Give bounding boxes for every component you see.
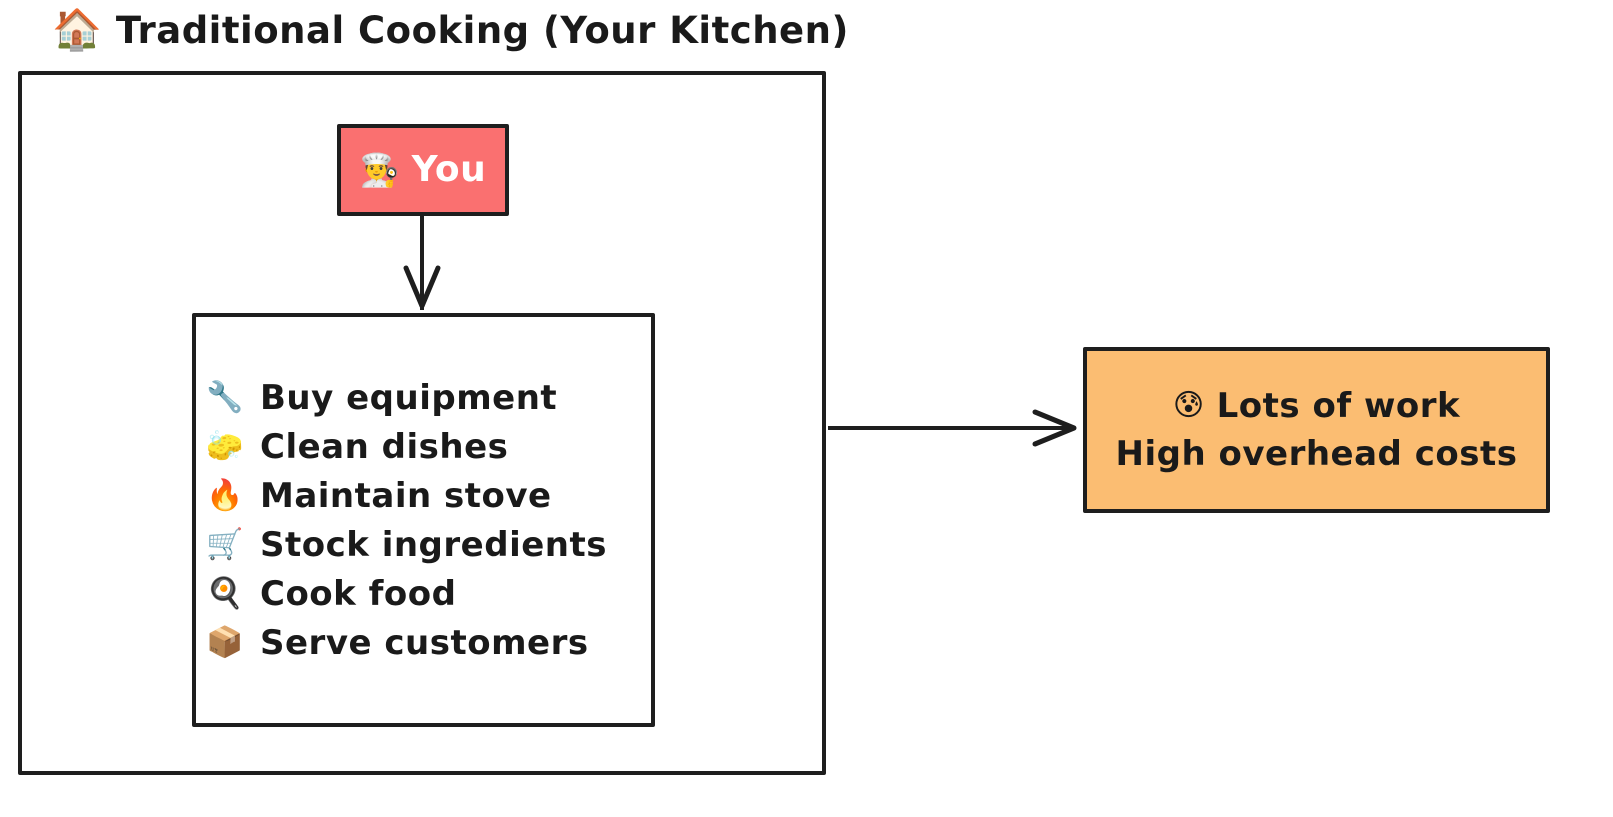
outcome-line-2: High overhead costs	[1116, 430, 1518, 478]
list-item-label: Buy equipment	[260, 377, 558, 418]
node-you[interactable]: 👨‍🍳 You	[337, 124, 509, 216]
subgraph-title: 🏠 Traditional Cooking (Your Kitchen)	[52, 10, 849, 50]
subgraph-title-label: Traditional Cooking (Your Kitchen)	[115, 8, 849, 52]
cooking-pan-icon: 🍳	[206, 575, 244, 611]
outcome-line-1-label: Lots of work	[1216, 385, 1461, 426]
list-item: 🔧 Buy equipment	[206, 373, 651, 422]
outcome-line-2-label: High overhead costs	[1115, 434, 1518, 474]
list-item-label: Cook food	[260, 573, 457, 614]
package-icon: 📦	[206, 624, 244, 660]
list-item: 🛒 Stock ingredients	[206, 520, 651, 569]
chef-icon: 👨‍🍳	[359, 151, 400, 189]
list-item: 🍳 Cook food	[206, 569, 651, 618]
anxious-sweat-face-icon: 😰	[1172, 387, 1205, 423]
list-item-label: Stock ingredients	[260, 524, 607, 565]
list-item: 📦 Serve customers	[206, 618, 651, 667]
list-item: 🔥 Maintain stove	[206, 471, 651, 520]
shopping-cart-icon: 🛒	[206, 526, 244, 562]
node-outcome[interactable]: 😰 Lots of work High overhead costs	[1083, 347, 1550, 513]
list-item: 🧽 Clean dishes	[206, 422, 651, 471]
wrench-icon: 🔧	[206, 379, 244, 415]
sponge-icon: 🧽	[206, 428, 244, 464]
node-you-label: You	[411, 149, 487, 190]
list-item-label: Clean dishes	[260, 426, 509, 467]
fire-icon: 🔥	[206, 477, 244, 513]
house-icon: 🏠	[52, 7, 102, 53]
list-item-label: Serve customers	[260, 622, 589, 663]
outcome-line-1: 😰 Lots of work	[1173, 382, 1460, 430]
list-item-label: Maintain stove	[260, 475, 552, 516]
node-tasks-list[interactable]: 🔧 Buy equipment 🧽 Clean dishes 🔥 Maintai…	[192, 313, 655, 727]
edge-kitchen-to-outcome-arrowhead	[1032, 409, 1077, 447]
